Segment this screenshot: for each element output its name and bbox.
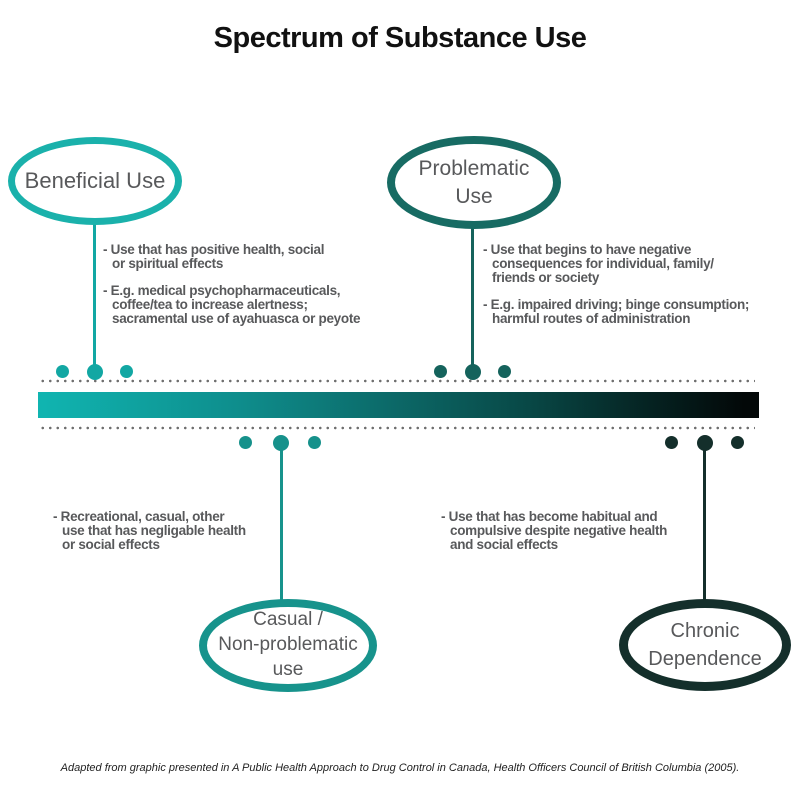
bullet-line: coffee/tea to increase alertness; (112, 297, 308, 312)
node-beneficial-use: Beneficial Use (8, 137, 182, 225)
bullet-line: - Recreational, casual, other (53, 509, 225, 524)
connector-problematic (471, 227, 474, 373)
bullet-line: harmful routes of administration (492, 311, 691, 326)
bullet: - Recreational, casual, other use that h… (53, 510, 246, 552)
diagram-title: Spectrum of Substance Use (213, 22, 587, 54)
node-label: Chronic (670, 620, 740, 642)
bullet-line: - Use that begins to have negative (483, 242, 692, 257)
bullet-line: sacramental use of ayahuasca or peyote (112, 311, 361, 326)
spectrum-dot-problematic (434, 365, 447, 378)
connector-beneficial (93, 223, 96, 373)
spectrum-dot-chronic (697, 435, 713, 451)
bullet-line: consequences for individual, family/ (492, 256, 714, 271)
spectrum-dot-problematic (465, 364, 481, 380)
bullet-line: or spiritual effects (112, 256, 224, 271)
bullet-line: compulsive despite negative health (450, 523, 668, 538)
spectrum-dot-chronic (731, 436, 744, 449)
bullet-line: - Use that has become habitual and (441, 509, 658, 524)
bullet-line: - E.g. impaired driving; binge consumpti… (483, 297, 750, 312)
node-label: Non-problematic (218, 634, 358, 656)
bullet-line: - E.g. medical psychopharmaceuticals, (103, 283, 341, 298)
node-label: Use (455, 184, 493, 208)
bullet: - E.g. impaired driving; binge consumpti… (483, 298, 749, 326)
description-beneficial-use: - Use that has positive health, social o… (103, 243, 361, 326)
bullet-line: or social effects (62, 537, 160, 552)
spectrum-gradient-bar (38, 392, 759, 418)
bullet: - Use that begins to have negative conse… (483, 243, 749, 285)
bullet-line: use that has negligable health (62, 523, 246, 538)
bullet-line: - Use that has positive health, social (103, 242, 325, 257)
dotted-guide-line-bottom (39, 426, 755, 430)
node-casual-non-problematic-use: Casual / Non-problematic use (199, 599, 377, 692)
connector-chronic (703, 443, 706, 601)
spectrum-dot-casual (239, 436, 252, 449)
spectrum-dot-casual (308, 436, 321, 449)
node-label: Dependence (648, 648, 762, 670)
footer-citation: Adapted from graphic presented in A Publ… (60, 762, 740, 774)
bullet-line: and social effects (450, 537, 558, 552)
bullet: - Use that has become habitual and compu… (441, 510, 667, 552)
description-chronic-dependence: - Use that has become habitual and compu… (441, 510, 667, 552)
node-problematic-use: Problematic Use (387, 136, 561, 229)
node-label: use (272, 658, 304, 680)
node-chronic-dependence: Chronic Dependence (619, 599, 791, 691)
spectrum-dot-problematic (498, 365, 511, 378)
bullet-line: friends or society (492, 270, 600, 285)
description-casual-use: - Recreational, casual, other use that h… (53, 510, 246, 552)
spectrum-dot-beneficial (120, 365, 133, 378)
spectrum-dot-beneficial (56, 365, 69, 378)
description-problematic-use: - Use that begins to have negative conse… (483, 243, 749, 326)
connector-casual (280, 443, 283, 601)
bullet: - E.g. medical psychopharmaceuticals, co… (103, 283, 361, 326)
spectrum-dot-casual (273, 435, 289, 451)
spectrum-dot-beneficial (87, 364, 103, 380)
node-label: Problematic (418, 156, 530, 180)
node-label: Casual / (253, 609, 323, 631)
node-label: Beneficial Use (24, 168, 166, 194)
dotted-guide-line-top (39, 379, 755, 383)
spectrum-dot-chronic (665, 436, 678, 449)
bullet: - Use that has positive health, social o… (103, 243, 360, 271)
